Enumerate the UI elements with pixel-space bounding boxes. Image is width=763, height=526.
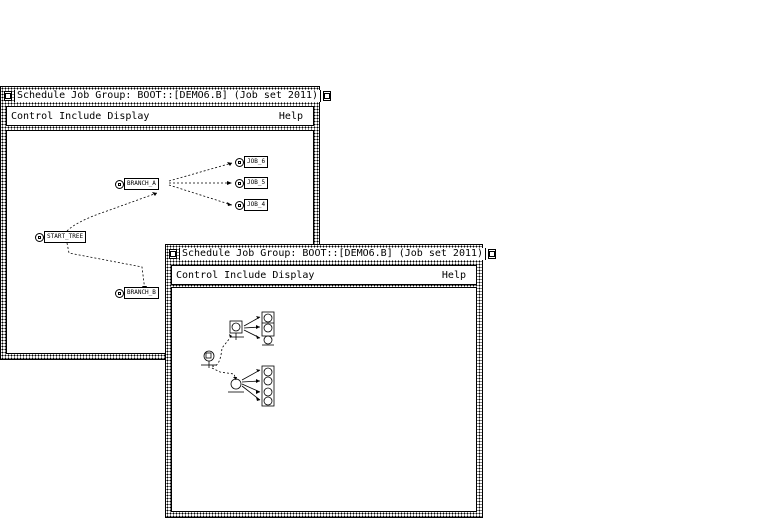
link-branch-to-job6	[168, 162, 233, 182]
node-label: START_TREE	[44, 231, 87, 243]
job-icon	[115, 179, 124, 189]
node-label: BRANCH_A	[124, 178, 159, 190]
root-job-icon	[203, 350, 215, 362]
menu-help[interactable]: Help	[441, 269, 466, 281]
window-menu-button[interactable]	[169, 249, 177, 259]
menu-include[interactable]: Include	[59, 110, 102, 122]
link-start-to-branch-bottom	[66, 242, 146, 292]
lower-branch-node	[230, 378, 242, 390]
schedule-job-group-window-front: Schedule Job Group: BOOT::[DEMO6.B] (Job…	[165, 244, 497, 518]
node-job6[interactable]: JOB_6	[235, 156, 269, 168]
title-bar[interactable]: Schedule Job Group: BOOT::[DEMO6.B] (Job…	[165, 247, 497, 261]
node-label: JOB_4	[244, 199, 269, 211]
window-menu-button[interactable]	[4, 91, 12, 101]
job-icon	[235, 200, 244, 210]
resize-icon	[489, 251, 496, 257]
resize-icon	[324, 93, 331, 99]
node-job4[interactable]: JOB_4	[235, 199, 269, 211]
root-job-marker	[205, 352, 212, 359]
menu-bar: Control Include Display Help	[6, 106, 314, 126]
link-root-to-lower	[211, 367, 237, 381]
node-label: JOB_6	[244, 156, 269, 168]
link-root-to-upper	[211, 337, 231, 367]
node-label: JOB_5	[244, 177, 269, 189]
node-branch-bottom[interactable]: BRANCH_B	[115, 287, 159, 299]
menu-control[interactable]: Control	[11, 110, 54, 122]
node-job5[interactable]: JOB_5	[235, 177, 269, 189]
node-label: BRANCH_B	[124, 287, 159, 299]
title-bar[interactable]: Schedule Job Group: BOOT::[DEMO6.B] (Job…	[0, 89, 332, 103]
job-icon	[235, 157, 244, 167]
menu-display[interactable]: Display	[272, 269, 315, 281]
job-tree-canvas[interactable]	[171, 287, 477, 512]
menu-bar: Control Include Display Help	[171, 265, 477, 285]
window-menu-icon	[5, 93, 11, 99]
link-lower-to-children	[241, 369, 261, 401]
window-title: Schedule Job Group: BOOT::[DEMO6.B] (Job…	[14, 90, 322, 102]
menu-display[interactable]: Display	[107, 110, 150, 122]
node-start-tree[interactable]: START_TREE	[35, 231, 87, 243]
job-icon	[35, 232, 44, 242]
menu-include[interactable]: Include	[224, 269, 267, 281]
menu-control[interactable]: Control	[176, 269, 219, 281]
menu-help[interactable]: Help	[278, 110, 303, 122]
job-icon	[235, 178, 244, 188]
job-tree-links	[66, 162, 233, 292]
window-menu-icon	[170, 251, 176, 257]
job-tree-compact-view	[201, 311, 275, 407]
resize-button[interactable]	[323, 91, 332, 101]
link-start-to-branch-top	[66, 192, 158, 232]
job-icon	[115, 288, 124, 298]
lower-children-box	[261, 365, 275, 407]
link-branch-to-job4	[168, 184, 233, 206]
window-title: Schedule Job Group: BOOT::[DEMO6.B] (Job…	[179, 248, 487, 260]
node-branch-top[interactable]: BRANCH_A	[115, 178, 159, 190]
resize-button[interactable]	[488, 249, 497, 259]
